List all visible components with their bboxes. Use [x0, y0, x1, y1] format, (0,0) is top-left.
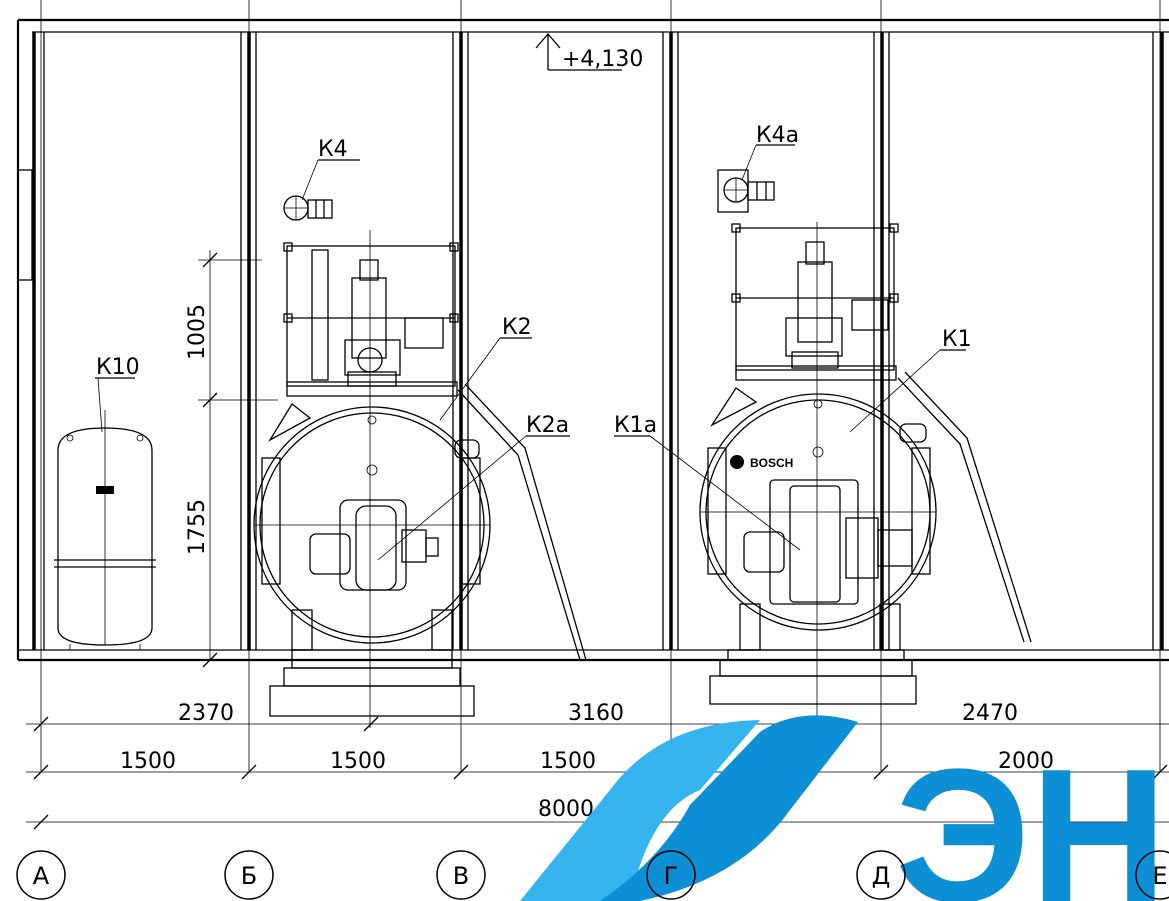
axis-grid-lines — [40, 0, 1161, 772]
dim-row2-4: 2000 — [998, 749, 1054, 774]
axis-label-b: Б — [241, 862, 257, 890]
dim-vertical-lower: 1755 — [185, 499, 210, 555]
pump-k4a — [717, 144, 795, 213]
label-k1: К1 — [942, 327, 972, 352]
label-k2a: К2а — [526, 413, 569, 438]
axis-label-d: Д — [872, 862, 891, 890]
boiler-k1: BOSCH — [699, 222, 1032, 730]
dim-row1-0: 2370 — [178, 701, 234, 726]
axis-label-a: А — [33, 862, 50, 890]
label-k1a: К1а — [614, 413, 657, 438]
axis-label-e: Е — [1152, 862, 1167, 890]
watermark-logo: ЭНЕ — [520, 715, 1169, 901]
expansion-tank-k10 — [54, 377, 156, 650]
dim-row2-1: 1500 — [330, 749, 386, 774]
axis-bubbles: А Б В Г Д Е — [16, 850, 1169, 900]
watermark-text: ЭНЕ — [895, 730, 1169, 901]
dim-row1-2: 2470 — [962, 701, 1018, 726]
axis-label-g: Г — [664, 862, 679, 890]
dim-vertical-upper: 1005 — [185, 304, 210, 360]
label-k4: К4 — [318, 137, 348, 162]
axis-label-v: В — [453, 862, 469, 890]
dim-row2-0: 1500 — [120, 749, 176, 774]
dim-row1-1: 3160 — [568, 701, 624, 726]
label-k10: К10 — [96, 355, 140, 380]
equipment-labels: К10 К4 К4а К2 К2а К1а К1 — [96, 123, 972, 561]
elevation-text: +4,130 — [562, 47, 643, 72]
boiler-brand: BOSCH — [750, 456, 793, 470]
boiler-k2 — [253, 230, 587, 728]
label-k4a: К4а — [756, 123, 799, 148]
pump-k4 — [283, 159, 360, 221]
vertical-dimensions: 1005 1755 — [185, 250, 278, 668]
elevation-marker: +4,130 — [535, 33, 643, 72]
label-k2: К2 — [502, 315, 532, 340]
dim-row2-2: 1500 — [540, 749, 596, 774]
dim-total: 8000 — [538, 797, 594, 822]
